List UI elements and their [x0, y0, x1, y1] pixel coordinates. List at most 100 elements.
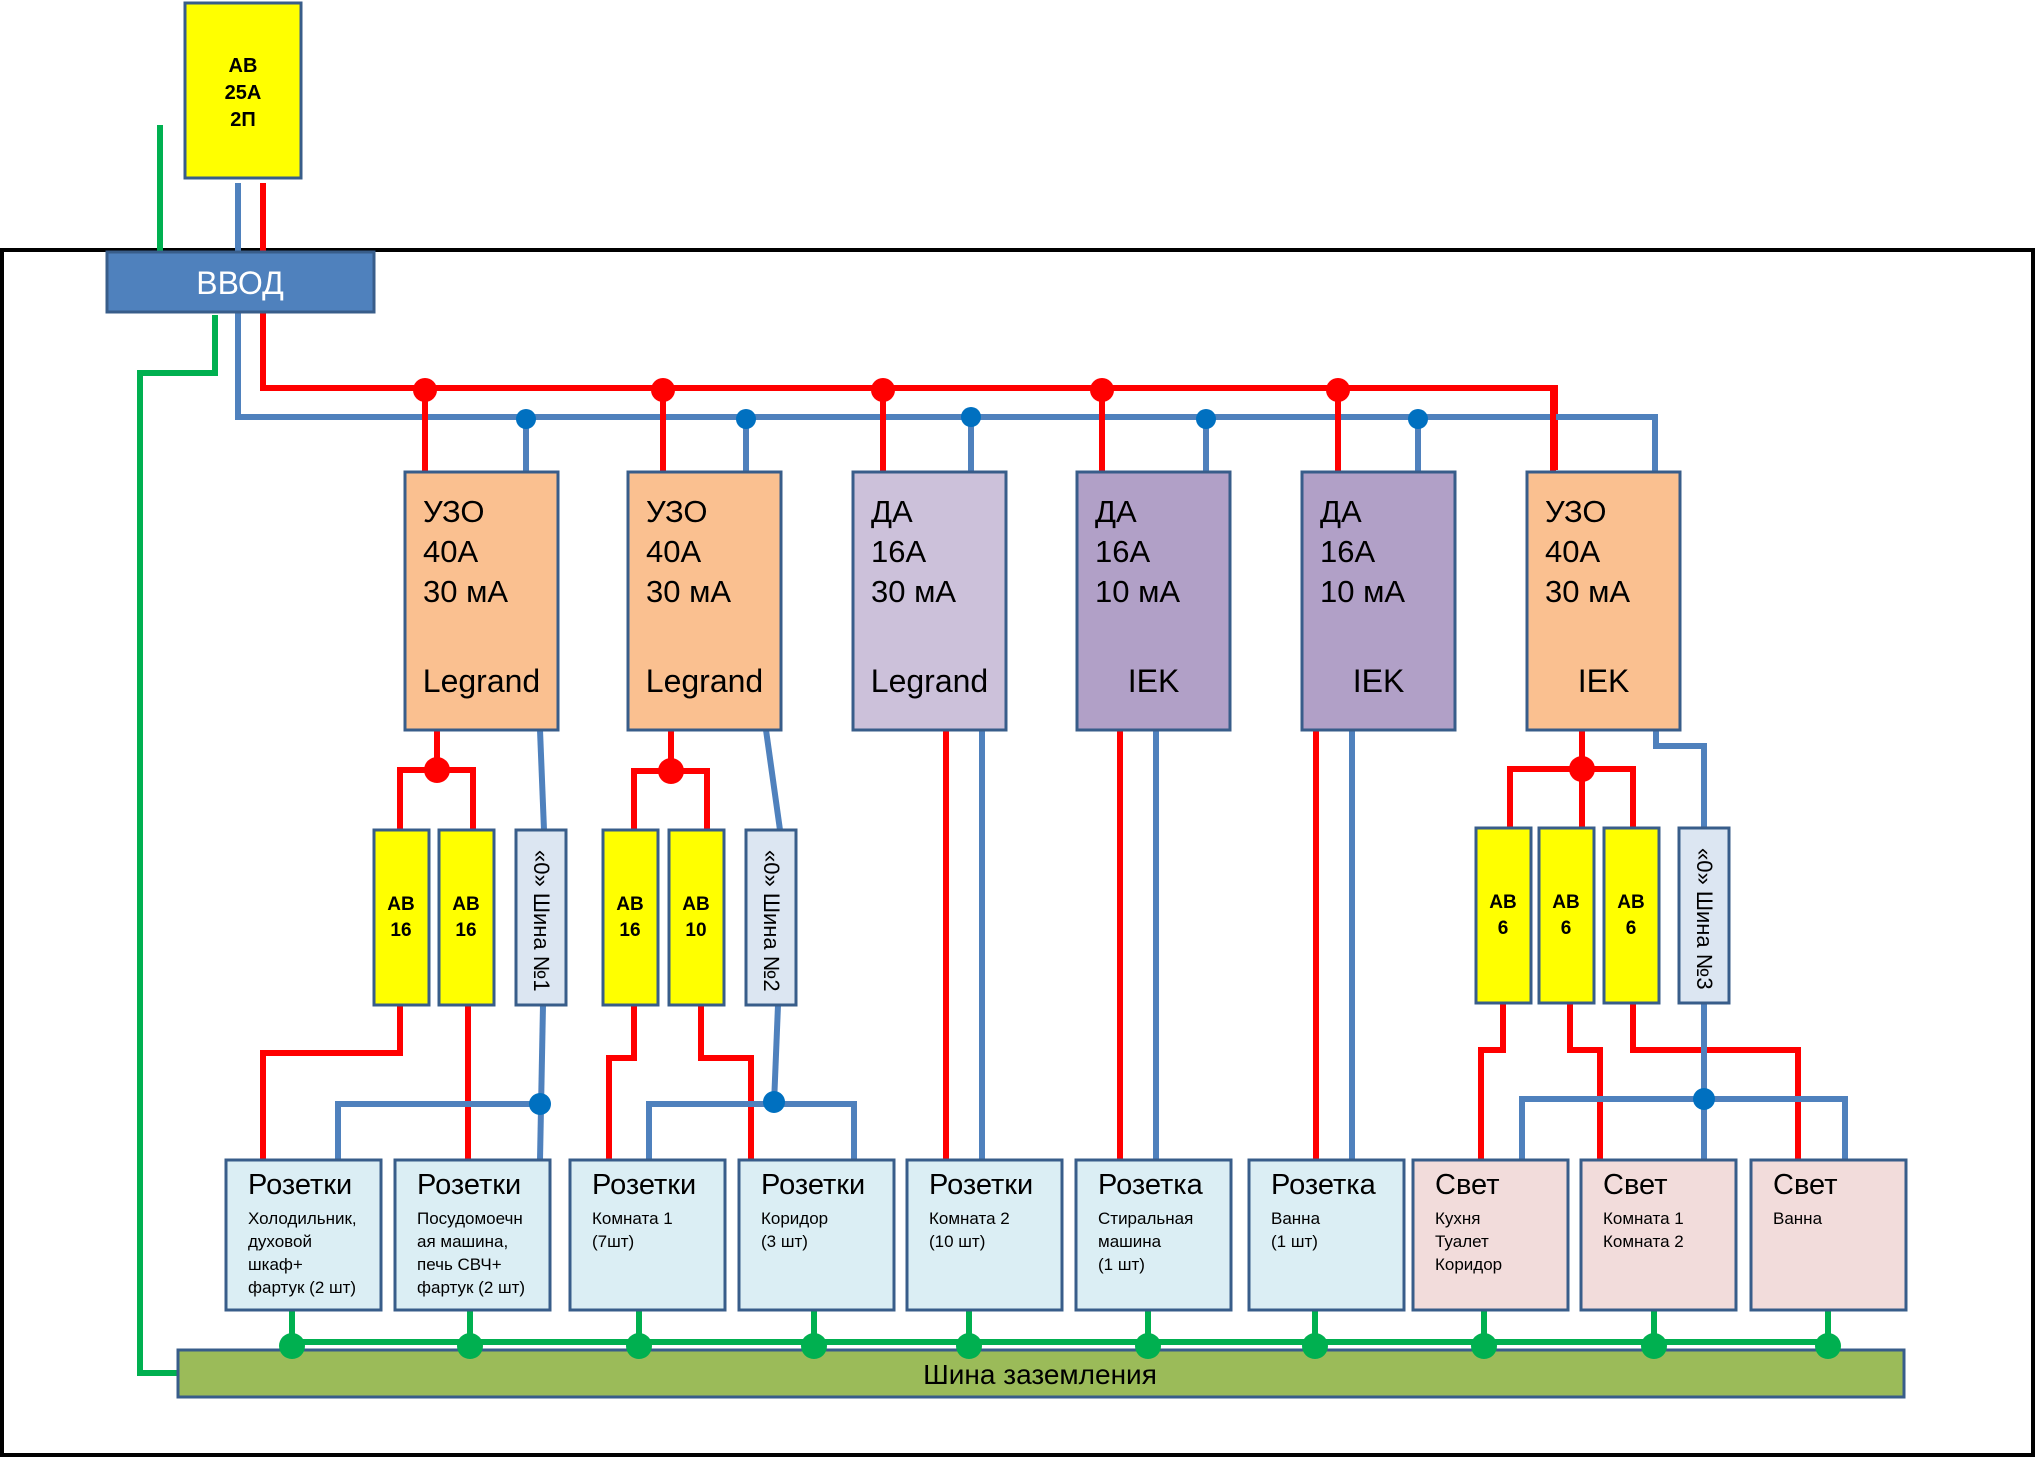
load-title: Розетки [592, 1169, 696, 1201]
rcd-rating: 40А [646, 534, 701, 569]
breaker-label: АВ [1617, 892, 1644, 913]
rcd-module [851, 470, 1008, 732]
phase-wire [1567, 1003, 1603, 1160]
load-description: (10 шт) [929, 1232, 985, 1251]
load-description: фартук (2 шт) [417, 1278, 525, 1297]
load-box [1749, 1158, 1908, 1312]
junction-dots [279, 378, 1841, 1359]
breaker-label: АВ [387, 894, 414, 915]
neutral-junction-dot [1196, 409, 1216, 429]
rcd-rating: 10 мА [1320, 574, 1405, 609]
load-box [1074, 1158, 1233, 1312]
load-description: шкаф+ [248, 1255, 303, 1274]
rcd-rating: УЗО [423, 494, 485, 529]
neutral-junction-dot [736, 409, 756, 429]
phase-wire [1630, 1003, 1801, 1160]
load-description: Холодильник, [248, 1209, 357, 1228]
neutral-junction-dot [529, 1093, 551, 1115]
phase-junction-dot [424, 757, 450, 783]
neutral-wire [1653, 730, 1707, 828]
load-box [568, 1158, 727, 1312]
rcd-rating: 40А [423, 534, 478, 569]
load-description: (1 шт) [1098, 1255, 1145, 1274]
rcd-rating: 30 мА [871, 574, 956, 609]
phase-wire [698, 1005, 754, 1163]
ground-junction-dot [1471, 1333, 1497, 1359]
breaker-label: 10 [685, 920, 706, 941]
phase-wire [631, 730, 674, 830]
neutral-wire [646, 1101, 857, 1160]
phase-junction-dot [413, 378, 437, 402]
ground-junction-dot [956, 1333, 982, 1359]
load-description: Кухня [1435, 1209, 1481, 1228]
load-description: Ванна [1773, 1209, 1823, 1228]
phase-junction-dot [1326, 378, 1350, 402]
rcd-rating: УЗО [646, 494, 708, 529]
ground-wire-to-bus [137, 315, 218, 1376]
load-description: Туалет [1435, 1232, 1489, 1251]
load-description: Стиральная [1098, 1209, 1193, 1228]
breaker-label: 6 [1626, 918, 1637, 939]
breaker-label: АВ [1489, 892, 1516, 913]
load-description: печь СВЧ+ [417, 1255, 502, 1274]
main-breaker [183, 1, 303, 180]
neutral-wire [335, 1101, 540, 1160]
breaker-label: 16 [455, 920, 476, 941]
load-box [1247, 1158, 1406, 1312]
wires [137, 125, 1848, 1376]
rcd-brand: Legrand [646, 663, 763, 699]
breaker-label: АВ [1552, 892, 1579, 913]
rcd-rating: 30 мА [423, 574, 508, 609]
phase-junction-dot [1569, 756, 1595, 782]
breaker-label: АВ [616, 894, 643, 915]
load-description: Коридор [761, 1209, 828, 1228]
load-box [1579, 1158, 1738, 1312]
load-description: (7шт) [592, 1232, 634, 1251]
circuit-breaker [437, 828, 496, 1007]
breaker-label: АВ [452, 894, 479, 915]
load-description: ая машина, [417, 1232, 508, 1251]
load-title: Розетка [1098, 1169, 1204, 1201]
enclosure-frame [0, 248, 2035, 1457]
phase-wire [1507, 730, 1585, 828]
circuit-breaker [1602, 826, 1661, 1005]
neutral-wire [537, 1004, 546, 1161]
ground-junction-dot [457, 1333, 483, 1359]
load-description: Ванна [1271, 1209, 1321, 1228]
breaker-label: 6 [1561, 918, 1572, 939]
neutral-wire [763, 729, 783, 831]
neutral-junction-dot [961, 407, 981, 427]
neutral-junction-dot [763, 1091, 785, 1113]
rcd-rating: 16А [1320, 534, 1375, 569]
rcd-rating: 30 мА [646, 574, 731, 609]
ground-junction-dot [801, 1333, 827, 1359]
load-title: Розетки [761, 1169, 865, 1201]
neutral-wire [1519, 1096, 1848, 1160]
rcd-rating: 10 мА [1095, 574, 1180, 609]
rcd-rating: ДА [871, 494, 913, 529]
neutral-bus [1677, 826, 1731, 1005]
load-description: Посудомоечн [417, 1209, 523, 1228]
main-breaker-label: 2П [230, 109, 256, 131]
neutral-bus [744, 828, 798, 1007]
neutral-junction-dot [516, 409, 536, 429]
load-description: Комната 2 [1603, 1232, 1684, 1251]
ground-junction-dot [1815, 1333, 1841, 1359]
load-description: Коридор [1435, 1255, 1502, 1274]
rcd-module [1300, 470, 1457, 732]
load-title: Розетки [417, 1169, 521, 1201]
ground-junction-dot [279, 1333, 305, 1359]
neutral-bus-label: «0» Шина №1 [529, 850, 554, 992]
load-description: духовой [248, 1232, 312, 1251]
load-title: Свет [1603, 1169, 1667, 1201]
rcd-brand: IEK [1353, 663, 1405, 699]
rcd-rating: 16А [1095, 534, 1150, 569]
circuit-breaker [667, 828, 726, 1007]
rcd-rating: ДА [1095, 494, 1137, 529]
neutral-bus-label: «0» Шина №2 [759, 850, 784, 992]
neutral-bus [514, 828, 568, 1007]
breaker-label: 16 [619, 920, 640, 941]
breaker-label: 6 [1498, 918, 1509, 939]
main-breaker-label: АВ [229, 55, 258, 77]
load-description: Комната 1 [1603, 1209, 1684, 1228]
